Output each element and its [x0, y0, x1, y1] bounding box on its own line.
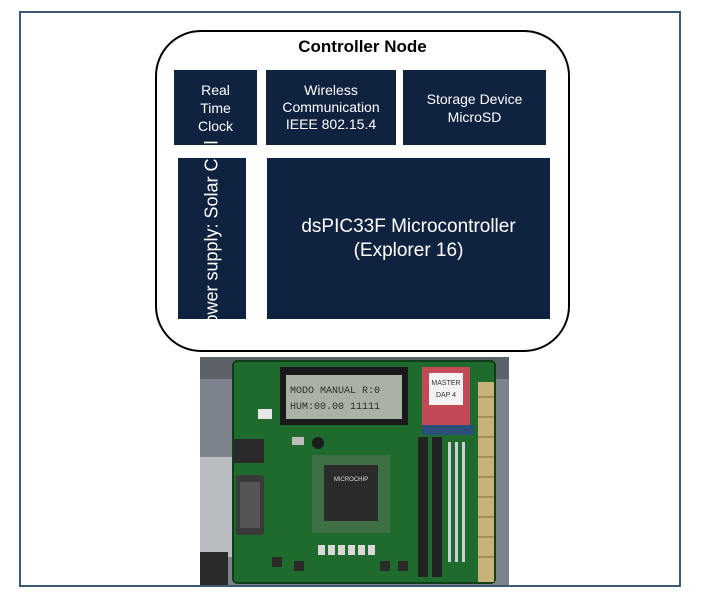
lcd-line-1: MODO MANUAL R:0: [290, 386, 380, 397]
real-time-clock-block: Real Time Clock: [174, 70, 257, 145]
module-tag-line-1: MASTER: [431, 380, 460, 387]
storage-device-block: Storage Device MicroSD: [403, 70, 546, 145]
lcd-line-2: HUM:00.00 11111: [290, 402, 380, 413]
explorer16-board-illustration: MODO MANUAL R:0 HUM:00.00 11111 MASTER D…: [200, 357, 509, 585]
node-title: Controller Node: [298, 37, 427, 56]
module-tag-line-2: DAP 4: [436, 392, 456, 399]
microcontroller-block: dsPIC33F Microcontroller (Explorer 16): [267, 158, 550, 319]
wireless-communication-block: Wireless Communication IEEE 802.15.4: [266, 70, 396, 145]
power-supply-block: Power supply: Solar Cell: [178, 140, 246, 337]
chip-brand-label: MICROCHIP: [334, 477, 368, 483]
board-photo: MODO MANUAL R:0 HUM:00.00 11111 MASTER D…: [200, 357, 509, 585]
power-supply-label: Power supply: Solar Cell: [201, 140, 222, 337]
